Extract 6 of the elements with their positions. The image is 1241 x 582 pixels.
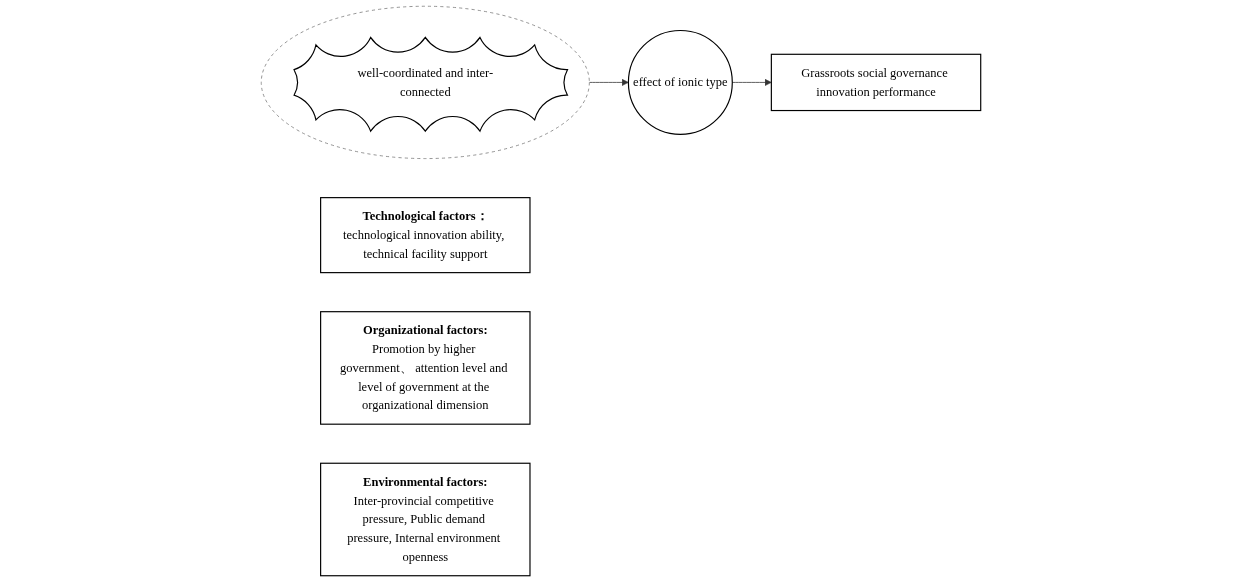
node-box: Environmental factors: Inter-provincial competitive pressure, Public demand pressure, Internal environment openness [319, 462, 531, 577]
node-box: Technological factors： technological innovation ability, technical facility support [319, 197, 531, 274]
node-box: Grassroots social governance innovation performance [770, 53, 981, 112]
node-box: Organizational factors: Promotion by higher government、 attention level and level of government at the organizational dimension [319, 311, 531, 425]
cluster [260, 5, 590, 159]
node-circle: effect of ionic type [627, 29, 733, 135]
